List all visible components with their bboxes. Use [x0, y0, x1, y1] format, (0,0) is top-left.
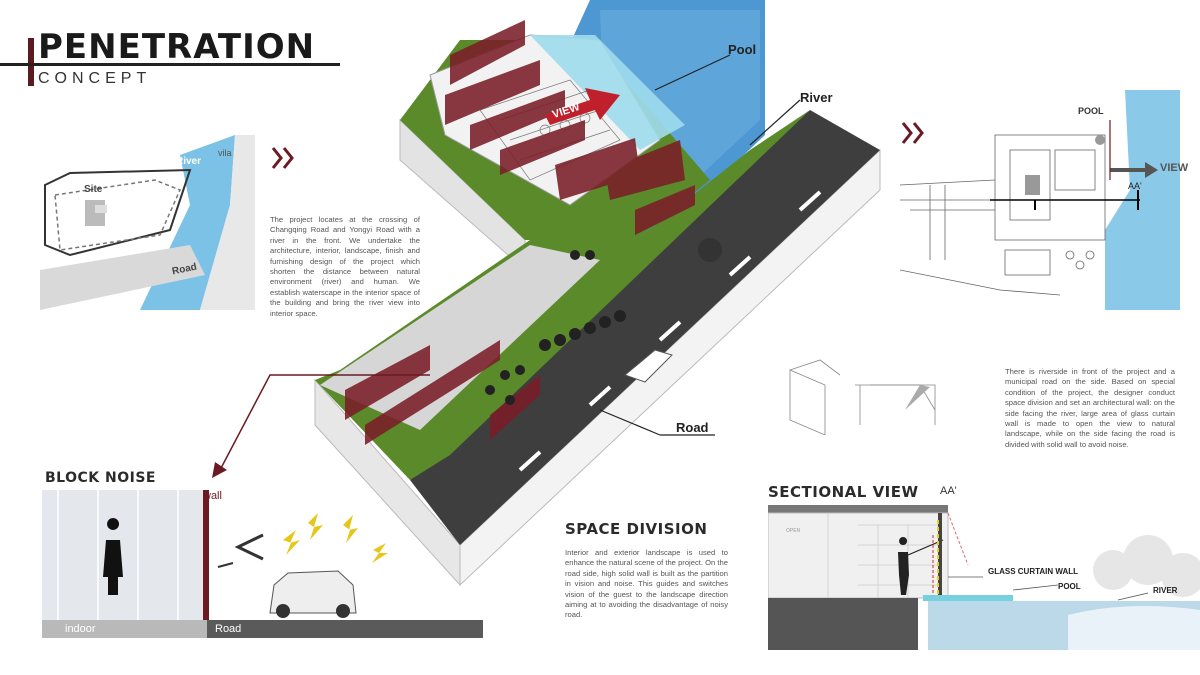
intro-paragraph: The project locates at the crossing of C… — [270, 215, 420, 318]
site-boundary — [44, 168, 192, 257]
wall-label: wall — [203, 490, 222, 502]
car-icon — [624, 349, 673, 383]
indoor-label: indoor — [65, 623, 96, 635]
tree-icon — [698, 238, 722, 262]
axonometric-drawing — [314, 0, 881, 587]
plan-view-arrow-icon — [1145, 162, 1158, 178]
pool-callout: Pool — [728, 42, 757, 57]
section-open-label: OPEN — [786, 528, 801, 534]
plan-view-label: VIEW — [1160, 162, 1189, 174]
river-callout: River — [800, 90, 833, 105]
page-title: PENETRATION — [38, 27, 316, 67]
section-pool — [923, 595, 1013, 601]
site-map — [40, 135, 255, 310]
section-pool-label: POOL — [1058, 582, 1081, 591]
road-ground-label: Road — [215, 623, 242, 635]
title-accent-bar — [28, 38, 34, 86]
concept-sketches — [789, 359, 936, 435]
block-noise-title: BLOCK NOISE — [45, 470, 156, 486]
indoor-ground — [42, 620, 207, 638]
site-dashed-outline — [54, 179, 182, 251]
page-subtitle: CONCEPT — [38, 70, 152, 87]
space-division-paragraph: Interior and exterior landscape is used … — [565, 548, 728, 620]
glass-curtain-wall-label: GLASS CURTAIN WALL — [988, 567, 1079, 576]
title-rule — [0, 63, 340, 66]
sports-car-icon — [269, 570, 357, 614]
plan-section-mark: AA' — [1128, 181, 1142, 191]
noise-deflect-icon — [234, 533, 264, 561]
right-paragraph: There is riverside in front of the proje… — [1005, 367, 1175, 449]
block-noise-diagram — [42, 490, 483, 638]
person-silhouette-icon — [103, 518, 123, 595]
section-diagram — [768, 505, 1200, 650]
road-callout: Road — [676, 420, 709, 435]
site-label: Site — [84, 184, 103, 195]
chevron-right-icon — [271, 147, 294, 169]
road-ground — [207, 620, 483, 638]
site-river-label: River — [176, 156, 202, 167]
space-division-title: SPACE DIVISION — [565, 520, 708, 538]
wall-element — [203, 490, 209, 620]
chevron-right-icon — [901, 122, 924, 144]
view-arrow-icon — [545, 88, 620, 125]
architectural-walls — [345, 20, 695, 445]
site-villa-shape — [200, 135, 255, 310]
site-villa-label: vila — [218, 148, 232, 158]
plan-river — [1105, 90, 1180, 310]
plan-pool-label: POOL — [1078, 106, 1104, 116]
indoor-glass — [42, 490, 207, 620]
sectional-view-title: SECTIONAL VIEW — [768, 483, 919, 501]
noise-bolt-icon — [283, 513, 388, 563]
section-river-label: RIVER — [1153, 586, 1178, 595]
road-surface — [410, 110, 880, 545]
sectional-view-mark: AA' — [940, 485, 957, 497]
section-person-icon — [898, 537, 909, 595]
site-road-shape — [40, 245, 205, 310]
floor-plan — [900, 90, 1180, 310]
connector-arrow — [212, 374, 430, 478]
